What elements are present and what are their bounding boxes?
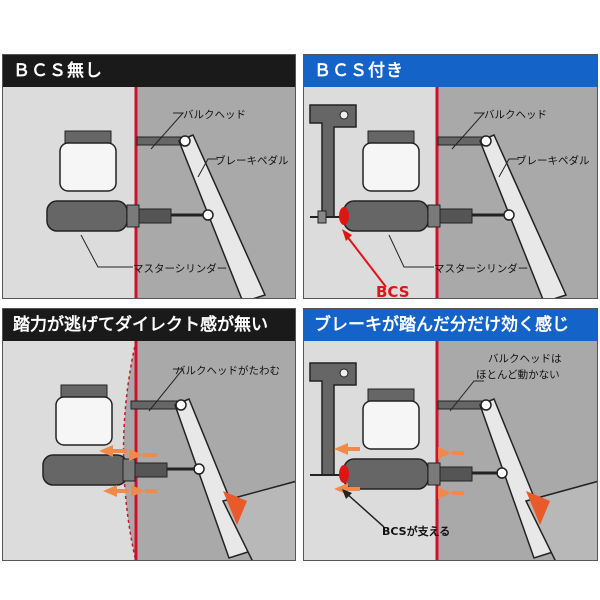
panel-with-bcs: ＢＣＳ付き [303,54,598,299]
diagram-svg [3,87,295,298]
diagram-area: バルクヘッド ブレーキペダル マスターシリンダー [3,87,295,298]
diagram-svg [304,341,597,560]
panel-title: ＢＣＳ無し [3,55,295,87]
panel-title: ＢＣＳ付き [304,55,597,87]
label-bulkhead: バルクヘッド [484,109,547,121]
label-bulkhead: バルクヘッド [183,109,246,121]
panel-without-bcs: ＢＣＳ無し バルクヘッド ブレーキペダル マスターシリン [2,54,296,299]
diagram-area: バルクヘッドは ほとんど動かない BCSが支える [304,341,597,560]
label-bulkhead-l2: ほとんど動かない [476,369,560,381]
diagram-area: バルクヘッド ブレーキペダル マスターシリンダー BCS [304,87,597,298]
reservoir [59,142,117,192]
label-master: マスターシリンダー [133,263,228,275]
force-arrows [99,445,157,497]
panel-indirect-feel: 踏力が逃げてダイレクト感が無い [2,308,296,561]
label-pedal: ブレーキペダル [215,155,289,167]
master-cylinder [46,200,128,232]
diagram-svg [3,341,295,560]
label-pedal: ブレーキペダル [516,155,590,167]
label-bcs: BCS [376,283,410,299]
panel-direct-feel: ブレーキが踏んだ分だけ効く感じ [303,308,598,561]
label-bcs-supports: BCSが支える [382,525,451,538]
diagram-svg [304,87,597,298]
label-master: マスターシリンダー [434,263,529,275]
diagram-area: バルクヘッドがたわむ [3,341,295,560]
panel-title: ブレーキが踏んだ分だけ効く感じ [304,309,597,341]
panel-title: 踏力が逃げてダイレクト感が無い [3,309,295,341]
label-bulkhead-bends: バルクヘッドがたわむ [175,365,280,377]
label-bulkhead-l1: バルクヘッドは [488,353,562,365]
